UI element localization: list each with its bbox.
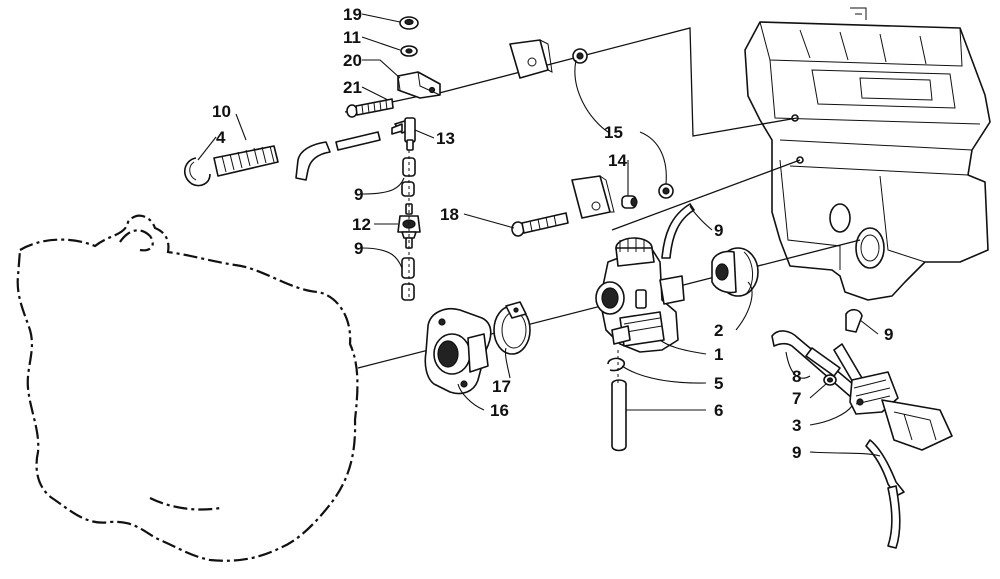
callout-3: 3: [792, 416, 801, 435]
callout-6: 6: [714, 401, 723, 420]
callout-9-right-upper: 9: [884, 325, 893, 344]
upper-bolt-axis: [419, 27, 798, 137]
air-boot-2-icon: [711, 247, 759, 297]
callout-15: 15: [604, 123, 623, 142]
callout-14: 14: [608, 151, 627, 170]
screw-18-icon: [511, 212, 569, 237]
nut-19-icon: [399, 16, 419, 30]
callout-4: 4: [216, 128, 226, 147]
spacer-14-icon: [621, 195, 638, 209]
washer-11-icon: [400, 45, 418, 57]
callout-11: 11: [343, 28, 361, 47]
hose-9-lower-left-icon: [401, 257, 415, 301]
clip-5-icon: [607, 357, 626, 372]
engine-outline-icon: [16, 214, 359, 562]
callout-10: 10: [212, 102, 231, 121]
hose-9-right-upper-icon: [845, 308, 863, 333]
leader-lines: [197, 13, 881, 457]
intake-flange-16-icon: [424, 308, 492, 395]
callout-9-left-lower: 9: [354, 239, 363, 258]
callout-16: 16: [490, 401, 509, 420]
callout-21: 21: [343, 78, 362, 97]
callout-2: 2: [714, 321, 723, 340]
callout-1: 1: [714, 345, 723, 364]
callout-19: 19: [343, 5, 362, 24]
grommet-15-lower-icon: [658, 183, 674, 199]
callout-12: 12: [352, 215, 371, 234]
clip-4-icon: [184, 157, 211, 187]
drain-tube-6-icon: [611, 379, 627, 452]
callout-5: 5: [714, 374, 723, 393]
callout-9-right-lower: 9: [792, 443, 801, 462]
hose-9-upper-icon: [295, 131, 381, 181]
fuel-pump-3-icon: [849, 371, 953, 451]
grommet-15-upper-icon: [572, 48, 588, 64]
clamp-17-icon: [493, 301, 531, 355]
callout-13: 13: [436, 129, 455, 148]
carburetor-icon: [595, 203, 695, 353]
washer-7-icon: [823, 374, 837, 386]
airbox-icon: [744, 7, 991, 301]
callout-9-left-upper: 9: [354, 185, 363, 204]
callout-18: 18: [440, 205, 459, 224]
callout-17: 17: [492, 377, 511, 396]
screw-21-icon: [346, 98, 394, 118]
callout-8: 8: [792, 367, 801, 386]
callout-7: 7: [792, 389, 801, 408]
spring-10-icon: [213, 145, 279, 177]
hose-9-right-lower-icon: [865, 439, 905, 549]
bracket-lower-icon: [571, 175, 615, 219]
callout-20: 20: [343, 51, 362, 70]
bolt-18-axis: [611, 159, 801, 231]
bracket-20-icon: [397, 71, 441, 99]
bracket-upper-icon: [509, 39, 553, 79]
callout-9-center: 9: [714, 221, 723, 240]
fuel-valve-13-icon: [391, 117, 416, 151]
